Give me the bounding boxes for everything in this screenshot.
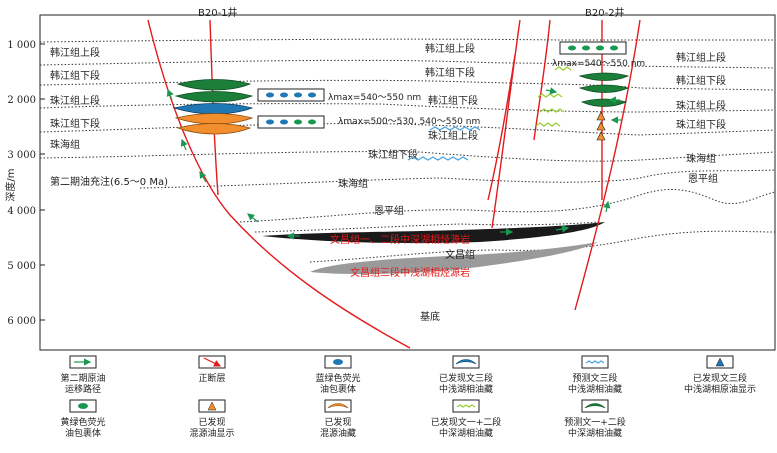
legend-label: 已发现文三段: [693, 372, 747, 384]
predicted-reservoirs: [407, 66, 572, 161]
legend-box: [581, 399, 609, 413]
inclusion-box-2: [257, 115, 325, 129]
legend: 第二期原油 运移路径 正断层 蓝绿色荧光 油包裹体 已发现文三段 中浅湖相油藏 …: [60, 355, 756, 439]
lambda-label-3: λmax=540～550 nm: [552, 59, 645, 69]
yellow-green-inclusion-icon: [78, 403, 88, 409]
blue-zigzag-icon: [585, 360, 605, 364]
legend-label: 油包裹体: [320, 383, 356, 395]
normal-faults: [147, 19, 641, 349]
legend-label: 中深湖相油藏: [568, 427, 622, 439]
green-zigzag-icon: [456, 404, 476, 408]
legend-label: 中浅湖相原油显示: [684, 383, 756, 395]
formation-label: 韩江组下段: [50, 69, 100, 82]
formation-label: 韩江组下段: [425, 66, 475, 79]
formation-label: 韩江组上段: [676, 51, 726, 64]
wc12-source-label: 文昌组一、二段中深湖相烃源岩: [330, 233, 470, 246]
formation-label: 文昌组: [445, 248, 475, 261]
well-label-b20-1: B20-1井: [198, 6, 238, 19]
lambda-label-1: λmax=540～550 nm: [328, 93, 421, 103]
legend-label: 蓝绿色荧光: [315, 372, 360, 384]
legend-label: 已发现: [198, 416, 225, 428]
legend-box: [581, 355, 609, 369]
wc3-source-rock-body: [310, 242, 598, 275]
charge-label: 第二期油充注(6.5～0 Ma): [50, 175, 168, 188]
legend-label: 预测文一+二段: [564, 416, 626, 428]
wc12-source-rock-body: [262, 222, 605, 244]
formation-label: 珠海组: [686, 152, 716, 165]
legend-label: 中浅湖相油藏: [568, 383, 622, 395]
legend-label: 运移路径: [65, 383, 101, 395]
blue-lens-icon: [455, 359, 477, 365]
legend-label: 中深湖相油藏: [439, 427, 493, 439]
orange-triangle-icon: [207, 401, 217, 411]
blue-green-inclusion-icon: [333, 359, 343, 365]
tick-label: 6 000: [7, 316, 36, 327]
formation-label: 珠江组下段: [368, 148, 418, 161]
tick-label: 2 000: [7, 95, 36, 106]
wc3-source-label: 文昌组三段中浅湖相烃源岩: [350, 266, 470, 279]
inclusion-box-3: [559, 41, 627, 55]
inclusion-box-1: [257, 88, 325, 102]
formation-label: 韩江组上段: [425, 42, 475, 55]
orange-lens-icon: [327, 403, 349, 409]
formation-label: 珠江组上段: [428, 129, 478, 142]
green-lens-icon: [584, 403, 606, 409]
formation-label: 珠江组下段: [50, 117, 100, 130]
legend-label: 第二期原油: [60, 372, 105, 384]
legend-label: 中浅湖相油藏: [439, 383, 493, 395]
formation-label: 韩江组下段: [676, 74, 726, 87]
legend-label: 预测文三段: [572, 372, 617, 384]
tick-label: 5 000: [7, 261, 36, 272]
legend-box: [452, 355, 480, 369]
formation-label: 韩江组下段: [428, 94, 478, 107]
formation-label: 基底: [420, 310, 440, 323]
b20-2-reservoirs: [578, 72, 630, 141]
tick-label: 1 000: [7, 40, 36, 51]
formation-label: 恩平组: [374, 204, 404, 217]
formation-label: 韩江组上段: [50, 46, 100, 59]
formation-label: 珠海组: [338, 177, 368, 190]
y-axis-ticks: 1 000 2 000 3 000 4 000 5 000 6 000: [7, 40, 45, 327]
legend-label: 已发现文三段: [439, 372, 493, 384]
tick-label: 4 000: [7, 206, 36, 217]
legend-box: [452, 399, 480, 413]
legend-label: 油包裹体: [65, 427, 101, 439]
legend-label: 混源油藏: [320, 427, 356, 439]
y-axis-label: 深度/m: [4, 168, 17, 201]
legend-label: 正断层: [198, 372, 225, 384]
b20-1-reservoirs: [172, 79, 254, 135]
well-label-b20-2: B20-2井: [585, 6, 625, 19]
migration-arrows: [166, 87, 622, 240]
formation-label: 珠江组上段: [676, 99, 726, 112]
legend-label: 已发现: [324, 416, 351, 428]
tick-label: 3 000: [7, 150, 36, 161]
legend-label: 黄绿色荧光: [60, 416, 105, 428]
fault-icon: [203, 357, 222, 367]
legend-label: 混源油显示: [189, 427, 234, 439]
legend-label: 已发现文一+二段: [431, 416, 502, 428]
legend-box: [324, 399, 352, 413]
lambda-label-2: λmax=500～530, 540～550 nm: [338, 117, 480, 127]
formation-label: 珠江组下段: [676, 118, 726, 131]
formation-label: 珠江组上段: [50, 94, 100, 107]
formation-label: 恩平组: [688, 172, 718, 185]
formation-label: 珠海组: [50, 138, 80, 151]
blue-triangle-icon: [715, 357, 725, 367]
